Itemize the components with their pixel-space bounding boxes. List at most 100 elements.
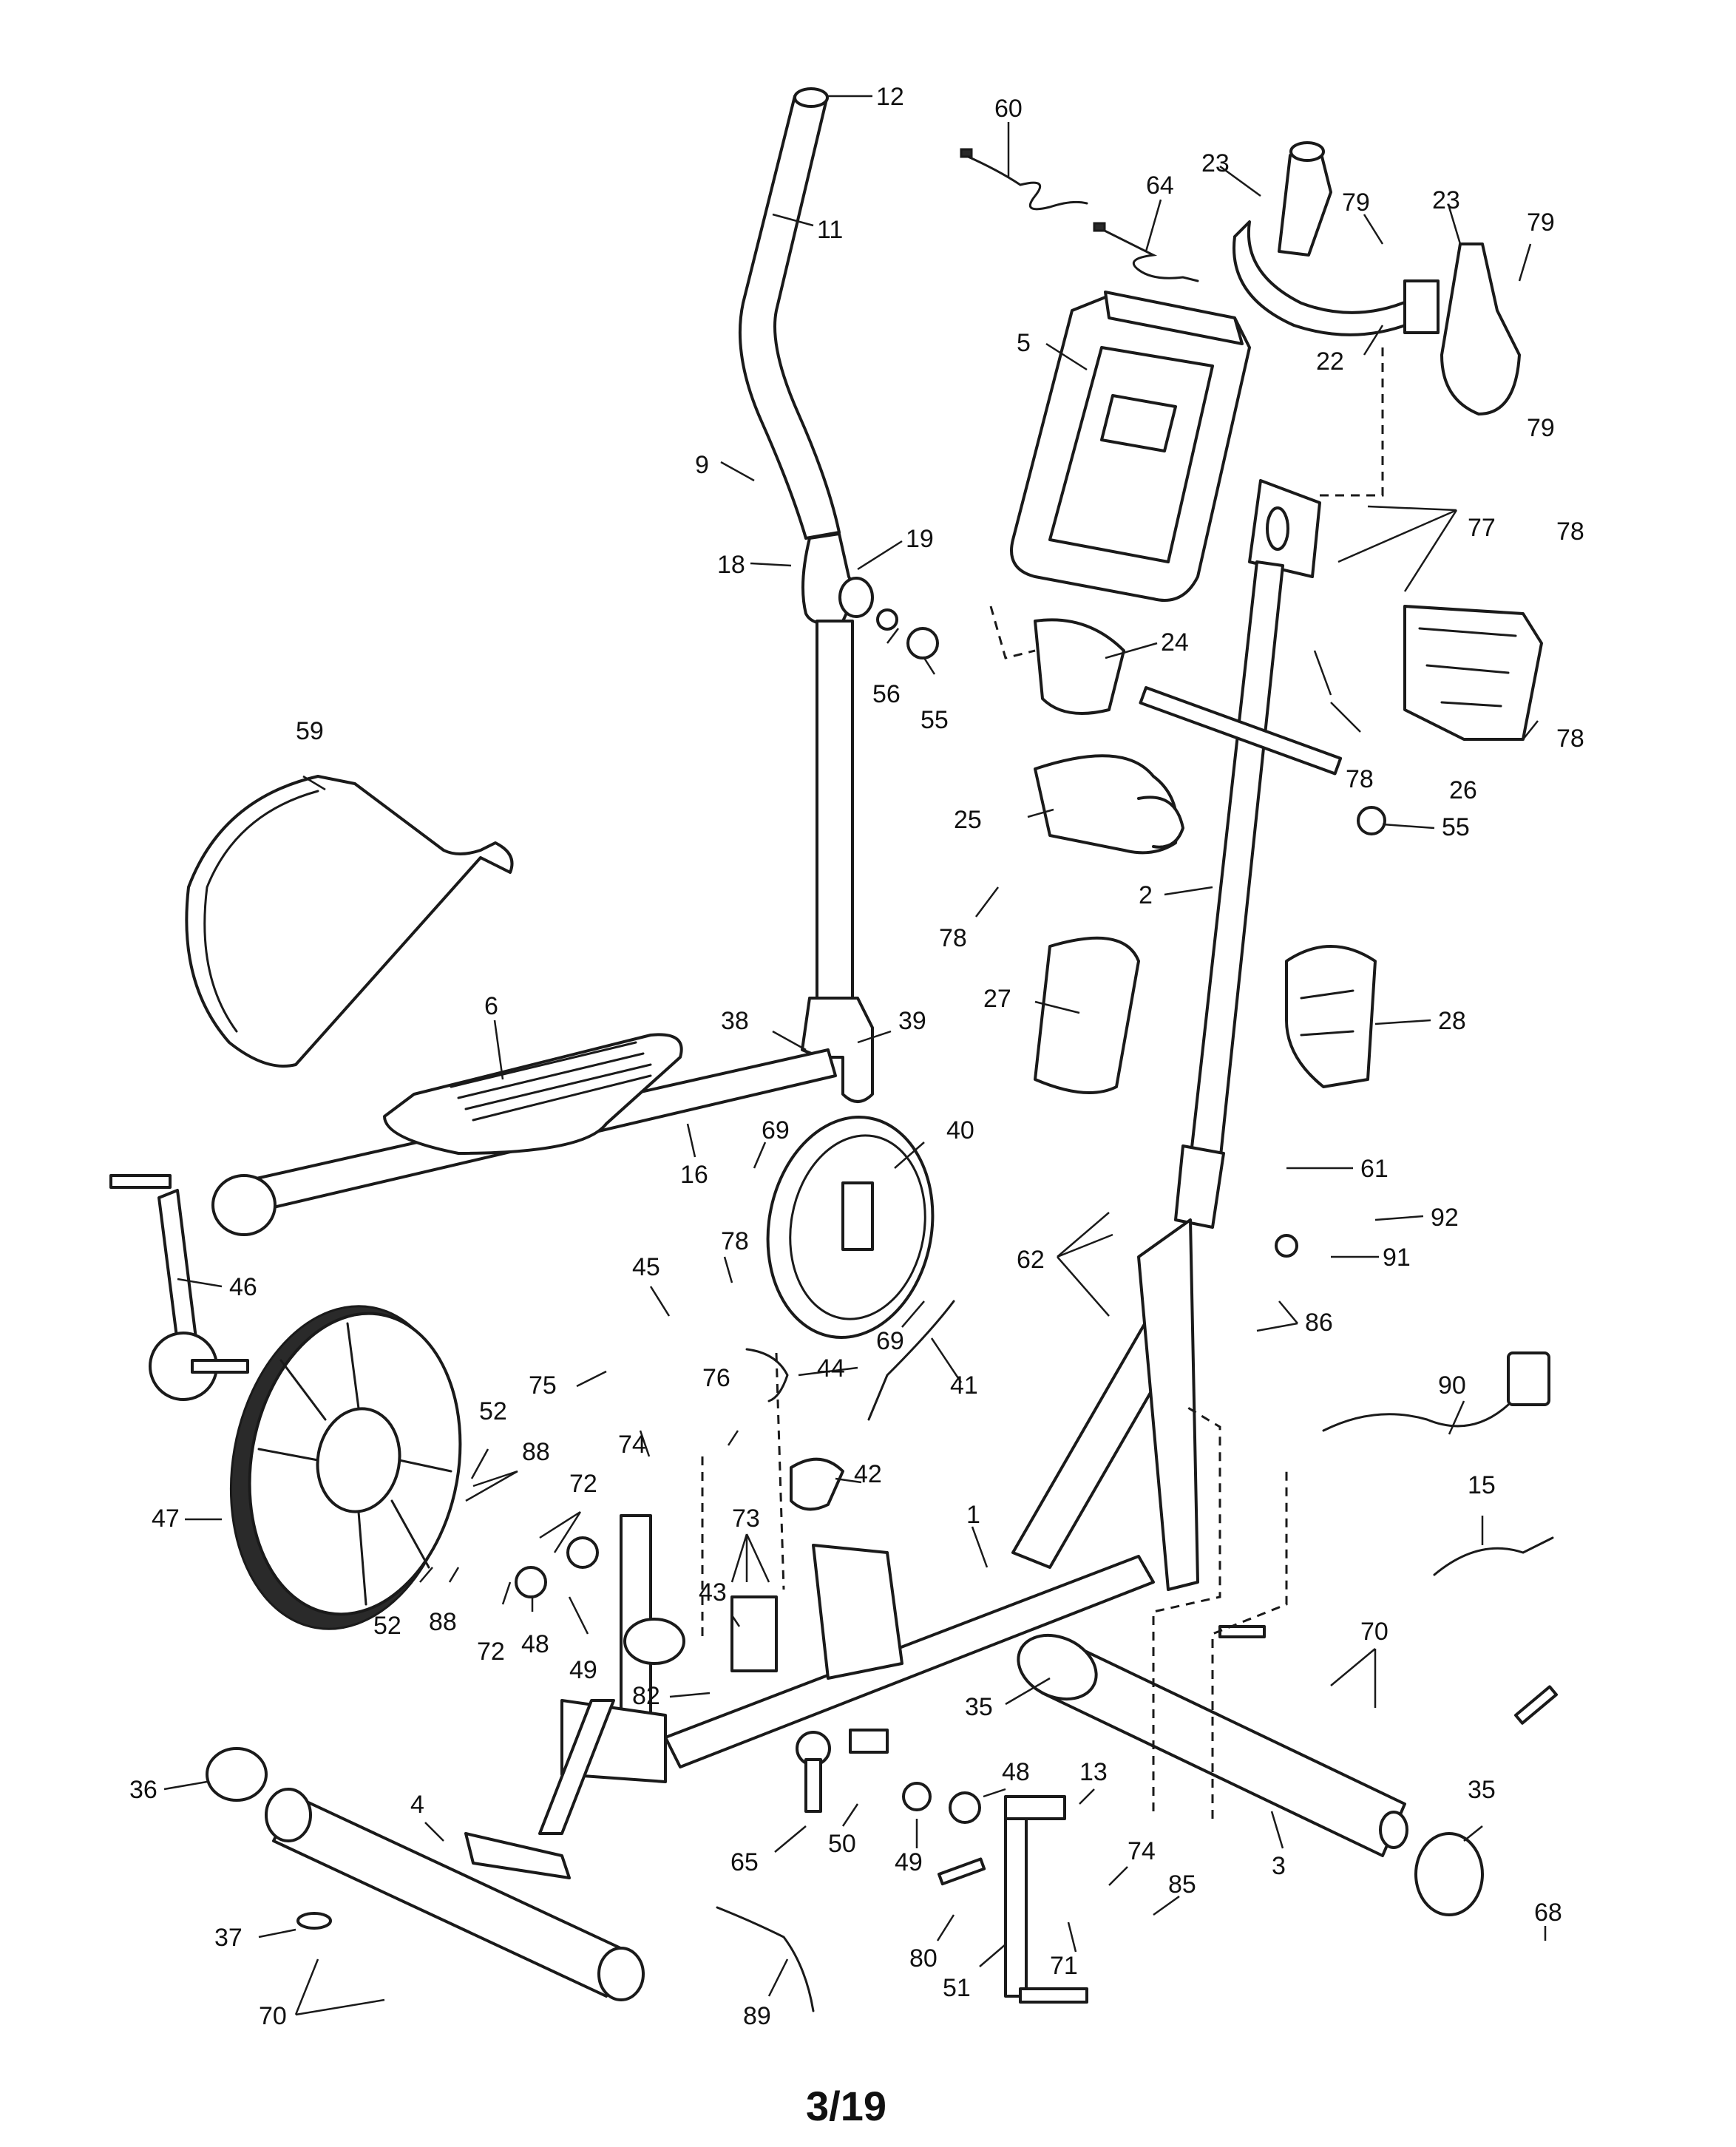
callout-45: 45 <box>632 1253 660 1281</box>
callout-12: 12 <box>876 83 904 111</box>
callout-13: 13 <box>1079 1758 1108 1786</box>
callout-76: 76 <box>702 1364 730 1392</box>
callout-78: 78 <box>1556 725 1584 753</box>
rear-leg <box>1004 1795 1088 2004</box>
callout-22: 22 <box>1316 347 1344 376</box>
callout-47: 47 <box>152 1505 180 1533</box>
callout-42: 42 <box>854 1460 882 1488</box>
brake-cable <box>745 1300 955 1421</box>
callout-43: 43 <box>699 1578 727 1607</box>
callout-48: 48 <box>1002 1758 1030 1786</box>
callout-23: 23 <box>1201 149 1230 177</box>
wire-harness-15 <box>1433 1536 1554 1576</box>
callout-5: 5 <box>1017 329 1031 357</box>
callout-70: 70 <box>259 2002 287 2030</box>
cover-27 <box>1034 936 1140 1094</box>
callout-9: 9 <box>695 451 709 479</box>
callout-59: 59 <box>296 717 324 745</box>
brake-wheel <box>766 1116 935 1339</box>
main-frame <box>464 1218 1199 1879</box>
callout-23: 23 <box>1432 186 1460 214</box>
callout-78: 78 <box>1346 765 1374 793</box>
callout-18: 18 <box>717 551 745 579</box>
callout-71: 71 <box>1050 1952 1078 1980</box>
callout-88: 88 <box>522 1438 550 1466</box>
callout-49: 49 <box>569 1656 597 1684</box>
callout-19: 19 <box>906 525 934 553</box>
callout-69: 69 <box>876 1327 904 1355</box>
callout-78: 78 <box>939 924 967 952</box>
callout-61: 61 <box>1360 1155 1389 1183</box>
callout-50: 50 <box>828 1830 856 1858</box>
axle-55 <box>876 608 1386 835</box>
wire-harness-89 <box>716 1906 815 2012</box>
callout-6: 6 <box>484 992 498 1020</box>
callout-52: 52 <box>479 1397 507 1425</box>
callout-24: 24 <box>1161 628 1189 657</box>
callout-38: 38 <box>721 1007 749 1035</box>
callout-90: 90 <box>1438 1371 1466 1400</box>
callout-55: 55 <box>920 706 949 734</box>
callout-79: 79 <box>1342 189 1370 217</box>
callout-3: 3 <box>1272 1852 1286 1880</box>
callout-72: 72 <box>569 1470 597 1498</box>
rear-shroud <box>1403 605 1543 741</box>
callout-44: 44 <box>817 1354 845 1383</box>
console <box>1010 291 1251 602</box>
callout-2: 2 <box>1139 881 1153 909</box>
motor-assembly <box>730 1457 903 1680</box>
callout-68: 68 <box>1534 1899 1562 1927</box>
page-number: 3/19 <box>806 2083 886 2129</box>
callout-91: 91 <box>1383 1244 1411 1272</box>
callout-73: 73 <box>732 1505 760 1533</box>
callout-74: 74 <box>1128 1837 1156 1865</box>
pedal <box>383 1033 683 1155</box>
callout-79: 79 <box>1527 414 1555 442</box>
dashed-assembly-lines <box>701 347 1384 1819</box>
callout-89: 89 <box>743 2002 771 2030</box>
callout-77: 77 <box>1468 514 1496 542</box>
lower-arm-bracket <box>801 997 874 1103</box>
wire-harness-60 <box>960 148 1088 211</box>
upper-handlebar <box>1233 141 1521 416</box>
callout-86: 86 <box>1305 1309 1333 1337</box>
small-hardware <box>515 1234 1558 1886</box>
callout-75: 75 <box>529 1371 557 1400</box>
callout-39: 39 <box>898 1007 926 1035</box>
callout-70: 70 <box>1360 1618 1389 1646</box>
callout-62: 62 <box>1017 1246 1045 1274</box>
callout-46: 46 <box>229 1273 257 1301</box>
callout-41: 41 <box>950 1371 978 1400</box>
leader-lines <box>163 95 1547 2016</box>
callout-85: 85 <box>1168 1870 1196 1899</box>
power-adapter <box>1322 1351 1550 1432</box>
flywheel <box>229 1305 462 1630</box>
callout-15: 15 <box>1468 1471 1496 1499</box>
callout-4: 4 <box>410 1791 424 1819</box>
callout-36: 36 <box>129 1776 157 1804</box>
callout-40: 40 <box>946 1116 974 1144</box>
cover-28 <box>1285 945 1377 1088</box>
callout-52: 52 <box>373 1612 401 1640</box>
callout-27: 27 <box>983 985 1011 1013</box>
callout-60: 60 <box>994 95 1023 123</box>
callout-49: 49 <box>895 1848 923 1876</box>
callout-56: 56 <box>872 680 901 708</box>
callout-65: 65 <box>730 1848 759 1876</box>
callout-80: 80 <box>909 1944 937 1973</box>
upper-arm-handle <box>738 87 874 1022</box>
callout-28: 28 <box>1438 1007 1466 1035</box>
callout-11: 11 <box>817 216 843 244</box>
callout-92: 92 <box>1431 1204 1459 1232</box>
callout-26: 26 <box>1449 776 1477 804</box>
callout-labels: 12 11 60 64 23 79 23 79 5 22 79 9 77 78 … <box>129 83 1584 2030</box>
callout-88: 88 <box>429 1608 457 1636</box>
wire-harness-64 <box>1093 222 1199 282</box>
upright-frame <box>1174 479 1321 1229</box>
callout-51: 51 <box>943 1974 971 2002</box>
callout-82: 82 <box>632 1682 660 1710</box>
callout-72: 72 <box>477 1638 505 1666</box>
callout-35: 35 <box>965 1693 993 1721</box>
callout-35: 35 <box>1468 1776 1496 1804</box>
